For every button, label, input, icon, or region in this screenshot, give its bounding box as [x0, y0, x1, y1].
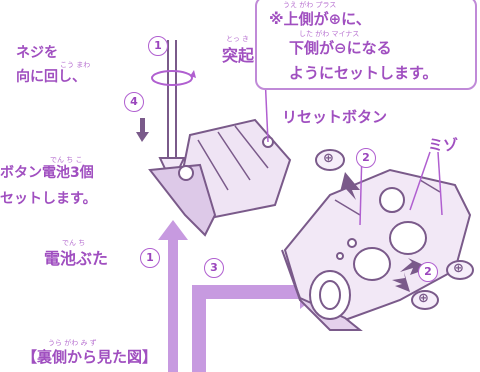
battery-cover-ruby: でん ち — [62, 239, 86, 247]
callout-line-2: 下側が⊖になる — [289, 39, 392, 57]
battery-cover-drawing — [148, 74, 292, 237]
polarity-callout: うえ がわ プラス ※上側が⊕に、 した がわ マイナス 下側が⊖になる ように… — [255, 0, 477, 90]
step-3-badge: 3 — [204, 258, 224, 278]
instruction-line-4: セットします。 — [0, 191, 97, 207]
step-1-top-badge: 1 — [148, 36, 168, 56]
battery-drawings — [315, 149, 474, 310]
battery-plus-icon: ⊕ — [418, 291, 429, 306]
instruction-line-1: ネジを — [16, 45, 58, 61]
instruction-ruby-3: でん ち こ — [50, 156, 83, 164]
groove-label: ミゾ — [428, 136, 459, 154]
instruction-line-2: 向に回し、 — [16, 69, 86, 85]
protrusion-label: 突起 — [222, 46, 255, 65]
toy-body-drawing — [281, 168, 472, 331]
instruction-line-3: ボタン電池3個 — [0, 165, 94, 181]
protrusion-ruby: とっ き — [226, 35, 250, 43]
battery-insert-arrows — [340, 172, 430, 292]
step-4-badge: 4 — [124, 92, 144, 112]
battery-plus-icon: ⊕ — [453, 261, 464, 276]
step-2-right-badge: 2 — [418, 262, 438, 282]
callout-ruby-2: した がわ マイナス — [299, 30, 360, 38]
rear-view-ruby: うら がわ み ず — [48, 339, 97, 347]
reset-button-label: リセットボタン — [282, 108, 388, 126]
callout-line-1: ※上側が⊕に、 — [269, 10, 371, 28]
callout-line-3: ようにセットします。 — [289, 64, 438, 82]
instruction-ruby-2: こう まわ — [60, 61, 91, 69]
step-1-cover-badge: 1 — [140, 248, 160, 268]
battery-plus-icon: ⊕ — [323, 151, 334, 166]
battery-cover-label: 電池ぶた — [44, 249, 109, 268]
step-2-top-badge: 2 — [356, 148, 376, 168]
press-arrows — [136, 118, 149, 142]
callout-ruby-1: うえ がわ プラス — [283, 1, 337, 9]
rear-view-caption: 【裏側から見た図】 — [22, 348, 158, 366]
